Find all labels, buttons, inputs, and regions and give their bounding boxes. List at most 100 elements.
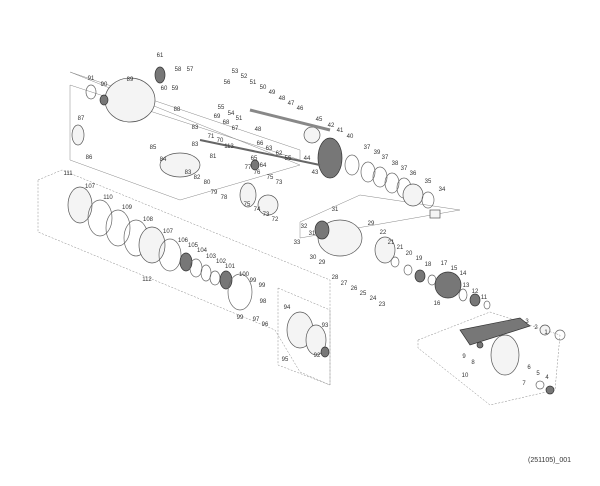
part-shape xyxy=(317,137,343,179)
part-label: 80 xyxy=(204,180,211,186)
part-label: 67 xyxy=(232,126,239,132)
part-label: 110 xyxy=(103,195,113,201)
part-shape xyxy=(402,183,424,207)
part-label: 77 xyxy=(245,165,252,171)
part-label: 68 xyxy=(223,120,230,126)
part-label: 52 xyxy=(241,74,248,80)
part-shape xyxy=(545,385,555,395)
part-label: 75 xyxy=(267,175,274,181)
part-shape xyxy=(179,252,193,272)
part-label: 34 xyxy=(439,187,446,193)
part-shape xyxy=(554,329,566,341)
part-label: 99 xyxy=(259,283,266,289)
shaft-shape xyxy=(199,139,321,166)
part-label: 92 xyxy=(314,353,321,359)
part-label: 76 xyxy=(254,170,261,176)
part-label: 42 xyxy=(328,123,335,129)
part-label: 108 xyxy=(143,217,154,223)
part-label: 37 xyxy=(382,155,389,161)
part-label: 22 xyxy=(380,230,387,236)
spool-group-outline xyxy=(37,169,331,386)
part-label: 2 xyxy=(534,325,538,331)
part-label: 97 xyxy=(253,317,260,323)
part-shape xyxy=(154,66,166,84)
part-label: 100 xyxy=(239,272,250,278)
part-label: 73 xyxy=(263,212,270,218)
part-label: 21 xyxy=(397,245,404,251)
part-shape xyxy=(67,186,93,224)
part-shape xyxy=(320,346,330,358)
part-label: 55 xyxy=(218,105,225,111)
part-shape xyxy=(535,380,545,390)
part-label: 85 xyxy=(150,145,157,151)
part-label: 86 xyxy=(86,155,93,161)
part-label: 95 xyxy=(282,357,289,363)
part-label: 37 xyxy=(364,145,371,151)
part-shape xyxy=(87,199,113,237)
part-label: 61 xyxy=(157,53,164,59)
part-label: 105 xyxy=(188,243,199,249)
part-label: 31 xyxy=(332,207,339,213)
part-shape xyxy=(414,269,426,283)
part-label: 1 xyxy=(544,330,548,336)
part-label: 94 xyxy=(284,305,291,311)
handle-arm-shape xyxy=(459,317,531,346)
part-label: 39 xyxy=(374,150,381,156)
part-label: 107 xyxy=(163,229,174,235)
part-shape xyxy=(189,258,203,278)
part-label: 37 xyxy=(401,166,408,172)
part-label: 93 xyxy=(322,323,329,329)
part-label: 56 xyxy=(224,80,231,86)
part-shape xyxy=(469,293,481,307)
part-label: 81 xyxy=(210,154,217,160)
part-shape xyxy=(434,271,462,299)
parts-drawings xyxy=(67,66,566,395)
part-label: 7 xyxy=(522,381,526,387)
part-shape xyxy=(490,334,520,376)
part-label: 72 xyxy=(272,217,279,223)
part-label: 69 xyxy=(214,114,221,120)
part-label: 98 xyxy=(260,299,267,305)
part-shape xyxy=(159,152,201,178)
part-label: 11 xyxy=(481,295,488,301)
part-label: 4 xyxy=(545,375,549,381)
part-shape xyxy=(227,273,253,311)
part-shape xyxy=(219,270,233,290)
part-shape xyxy=(104,77,156,123)
part-label: 33 xyxy=(294,240,301,246)
part-label: 82 xyxy=(194,175,201,181)
part-label: 63 xyxy=(266,146,273,152)
part-shape xyxy=(257,194,279,216)
part-label: 107 xyxy=(85,184,96,190)
part-shape xyxy=(458,288,468,302)
part-label: 104 xyxy=(197,248,208,254)
part-label: 83 xyxy=(192,142,199,148)
part-label: 41 xyxy=(337,128,344,134)
part-label: 5 xyxy=(536,371,540,377)
part-shape xyxy=(303,126,321,144)
part-label: 57 xyxy=(187,67,194,73)
part-label: 29 xyxy=(319,260,326,266)
part-label: 55 xyxy=(285,156,292,162)
part-label: 60 xyxy=(161,86,168,92)
part-label: 29 xyxy=(368,221,375,227)
part-label: 65 xyxy=(251,156,258,162)
part-shape xyxy=(344,154,360,176)
part-label: 6 xyxy=(527,365,531,371)
part-shape xyxy=(250,159,260,171)
part-label: 75 xyxy=(244,202,251,208)
part-label: 31 xyxy=(309,231,316,237)
part-label: 51 xyxy=(236,116,243,122)
part-shape xyxy=(314,220,330,240)
part-shape xyxy=(85,84,97,100)
part-label: 87 xyxy=(78,116,85,122)
part-shape xyxy=(71,124,85,146)
part-label: 51 xyxy=(250,80,257,86)
part-shape xyxy=(421,191,435,209)
part-shape xyxy=(239,182,257,208)
part-label: 71 xyxy=(208,134,215,140)
part-label: 9 xyxy=(462,354,466,360)
part-label: 66 xyxy=(257,141,264,147)
